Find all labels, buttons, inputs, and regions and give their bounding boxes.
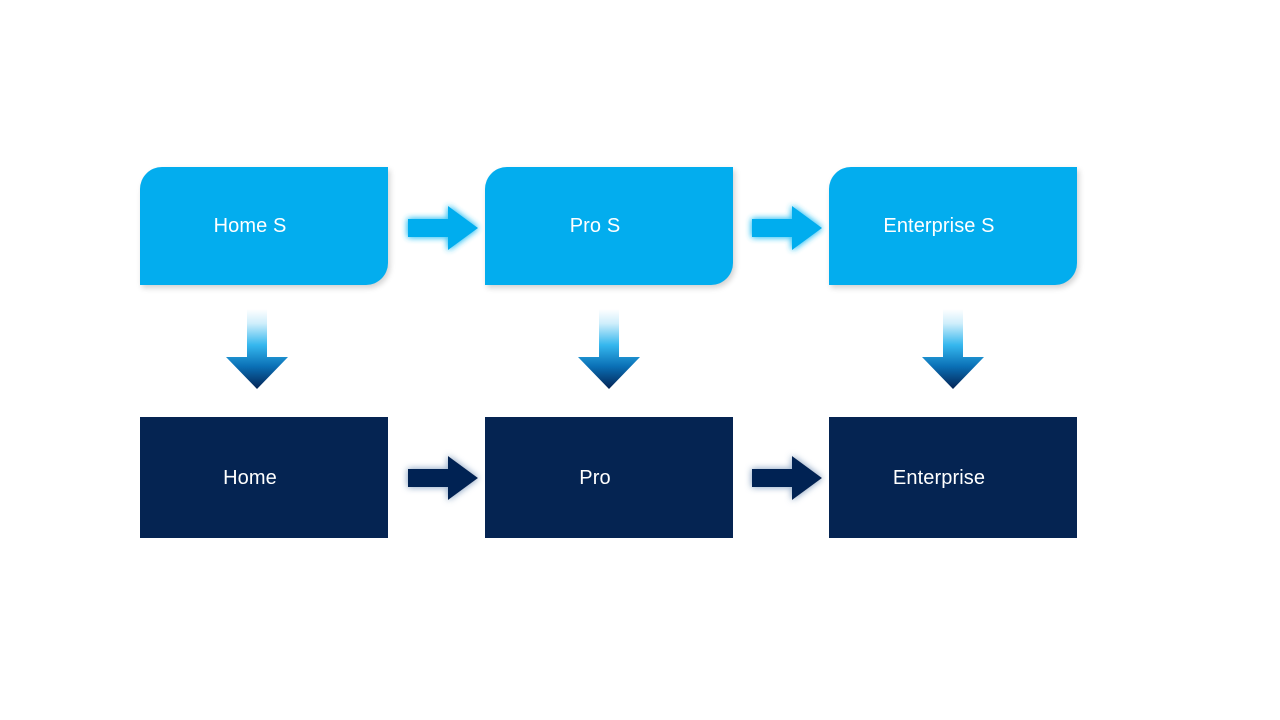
node-home-s[interactable]: Home S <box>140 167 388 285</box>
arrow-down-icon <box>226 309 288 389</box>
arrow-down-icon <box>578 309 640 389</box>
node-home[interactable]: Home <box>140 417 388 538</box>
node-enterprise-s[interactable]: Enterprise S <box>829 167 1077 285</box>
node-pro-label: Pro <box>579 466 611 489</box>
connector-home-s-to-pro-s <box>408 204 478 252</box>
connector-home-s-to-home <box>226 309 288 389</box>
node-pro-s[interactable]: Pro S <box>485 167 733 285</box>
connector-pro-s-to-pro <box>578 309 640 389</box>
node-pro-s-label: Pro S <box>569 215 621 237</box>
connector-pro-to-enterprise <box>752 454 822 502</box>
arrow-right-icon <box>408 206 478 250</box>
node-enterprise-label: Enterprise <box>892 466 986 489</box>
node-enterprise[interactable]: Enterprise <box>829 417 1077 538</box>
arrow-down-icon <box>922 309 984 389</box>
node-enterprise-s-label: Enterprise S <box>883 215 995 237</box>
arrow-right-icon <box>752 206 822 250</box>
connector-home-to-pro <box>408 454 478 502</box>
node-home-s-label: Home S <box>213 215 287 237</box>
arrow-right-icon <box>752 456 822 500</box>
node-pro[interactable]: Pro <box>485 417 733 538</box>
node-home-label: Home <box>223 466 277 489</box>
arrow-right-icon <box>408 456 478 500</box>
connector-enterprise-s-to-enterprise <box>922 309 984 389</box>
connector-pro-s-to-enterprise-s <box>752 204 822 252</box>
